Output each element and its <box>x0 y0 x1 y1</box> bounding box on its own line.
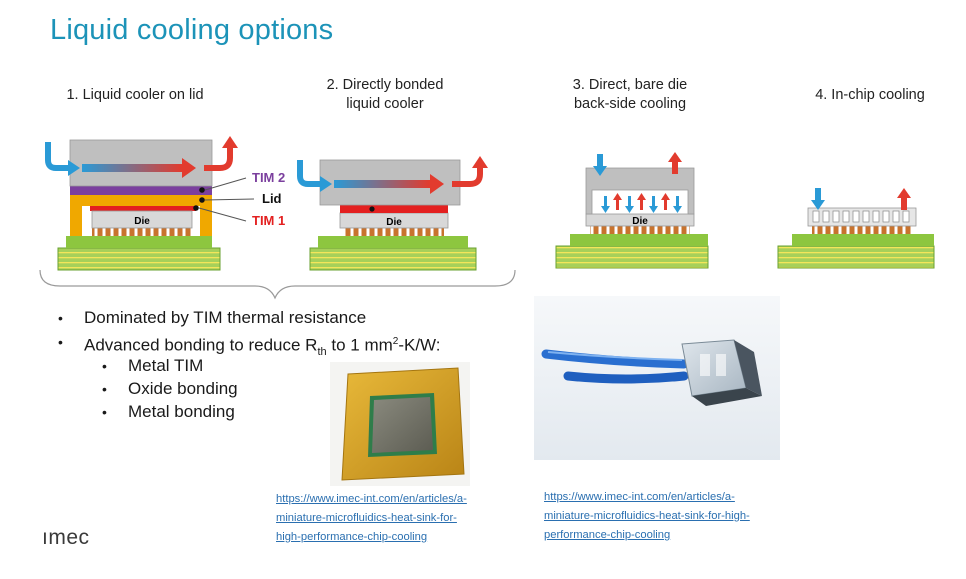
outflow-arrow-head <box>472 156 488 168</box>
option-1-diagram: Die TIM 2 Lid TIM 1 <box>45 136 285 271</box>
pcb-board <box>57 247 221 271</box>
package-substrate <box>318 236 468 248</box>
option-2-label-line2: liquid cooler <box>346 96 424 112</box>
bond-marker <box>369 206 375 212</box>
die-label: Die <box>386 217 402 228</box>
option-3-label-line2: back-side cooling <box>573 96 687 112</box>
die <box>585 213 695 227</box>
coolant-flow-arrow <box>82 164 182 172</box>
solder-bumps <box>590 226 690 234</box>
bullet-text-mid: to 1 mm <box>326 335 393 355</box>
tim2-marker <box>199 187 205 193</box>
lid-leg-right <box>200 198 212 236</box>
imec-logo: ımec <box>42 526 90 549</box>
link-line[interactable]: miniature-microfluidics-heat-sink-for- <box>276 512 457 524</box>
option-3-label: 3. Direct, bare die back-side cooling <box>540 76 720 114</box>
bullet-tim-resistance: Dominated by TIM thermal resistance <box>58 306 366 330</box>
outflow-arrow <box>901 196 907 210</box>
tim2-layer <box>70 186 212 195</box>
pcb-board <box>309 247 477 271</box>
microchannels <box>812 210 910 223</box>
bond-layer <box>340 205 448 213</box>
cold-plate <box>69 139 213 187</box>
bullet-text-post: -K/W: <box>398 335 441 355</box>
outflow-arrow-head <box>222 136 238 148</box>
option-2-label-line1: 2. Directly bonded <box>326 77 444 93</box>
outflow-arrow-head <box>897 188 911 198</box>
pcb-board <box>555 245 709 269</box>
option-4-label: 4. In-chip cooling <box>780 86 960 105</box>
option-1-label: 1. Liquid cooler on lid <box>40 86 230 105</box>
outflow-arrow-head <box>668 152 682 162</box>
page-title: Liquid cooling options <box>50 14 334 46</box>
option-4-label-line1: 4. In-chip cooling <box>815 87 925 103</box>
solder-bumps <box>812 226 912 234</box>
link-line[interactable]: miniature-microfluidics-heat-sink-for-hi… <box>544 510 750 522</box>
link-line[interactable]: high-performance-chip-cooling <box>276 531 428 543</box>
coolant-flow-head <box>430 174 444 194</box>
cooling-diagrams: Die TIM 2 Lid TIM 1 Die <box>39 136 935 300</box>
option-3-diagram: Die <box>555 152 709 269</box>
inflow-arrow <box>597 154 603 168</box>
microfluidic-heatsink-photo <box>534 296 780 460</box>
option-2-diagram: Die <box>297 156 488 271</box>
bullet-advanced-bonding: Advanced bonding to reduce Rth to 1 mm2-… <box>58 330 441 364</box>
impinging-jets <box>601 193 682 213</box>
inflow-arrow <box>297 160 322 187</box>
package-substrate <box>570 234 708 246</box>
link-line[interactable]: https://www.imec-int.com/en/articles/a- <box>544 491 735 503</box>
coolant-flow-head <box>182 158 196 178</box>
die-label: Die <box>632 216 648 227</box>
inflow-arrow-head <box>68 160 80 176</box>
rth-subscript: th <box>317 346 327 359</box>
outflow-arrow <box>204 146 233 171</box>
solder-bumps <box>344 228 444 236</box>
tim2-leader <box>204 177 247 191</box>
package-substrate <box>66 236 212 248</box>
tim1-label: TIM 1 <box>252 213 285 228</box>
coolant-flow-arrow <box>334 180 430 188</box>
tim2-label: TIM 2 <box>252 170 285 185</box>
lid-leader <box>204 198 255 201</box>
outflow-arrow <box>452 166 483 187</box>
solder-bumps <box>92 228 192 236</box>
grouping-brace <box>39 269 516 300</box>
inflow-arrow <box>815 188 821 202</box>
cooling-cap <box>585 167 695 215</box>
lid <box>70 195 212 206</box>
sub-bullet-oxide-bonding: Oxide bonding <box>102 377 238 401</box>
option-1-label-line1: 1. Liquid cooler on lid <box>66 87 204 103</box>
die-label: Die <box>134 216 150 227</box>
link-line[interactable]: https://www.imec-int.com/en/articles/a- <box>276 493 467 505</box>
link-line[interactable]: performance-chip-cooling <box>544 529 671 541</box>
option-4-diagram <box>777 188 935 269</box>
chip-package-photo <box>330 362 470 486</box>
package-substrate <box>792 234 934 246</box>
tim1-layer <box>90 206 196 211</box>
tim1-leader <box>198 207 247 222</box>
sub-bullet-metal-bonding: Metal bonding <box>102 400 235 424</box>
die <box>91 210 193 229</box>
inflow-arrow <box>45 142 70 171</box>
option-2-label: 2. Directly bonded liquid cooler <box>290 76 480 114</box>
imec-article-link-1[interactable]: https://www.imec-int.com/en/articles/a- … <box>276 490 506 547</box>
inflow-arrow-head <box>593 166 607 176</box>
inflow-arrow-head <box>320 176 332 192</box>
imec-article-link-2[interactable]: https://www.imec-int.com/en/articles/a- … <box>544 488 794 545</box>
lid-leg-left <box>70 198 82 236</box>
tim1-marker <box>193 205 199 211</box>
pcb-board <box>777 245 935 269</box>
bullet-text-pre: Advanced bonding to reduce R <box>84 335 318 355</box>
mm2-superscript: 2 <box>392 336 399 347</box>
outflow-arrow <box>672 160 678 174</box>
lid-marker <box>199 197 205 203</box>
option-3-label-line1: 3. Direct, bare die <box>572 77 688 93</box>
sub-bullet-metal-tim: Metal TIM <box>102 354 203 378</box>
inflow-arrow-head <box>811 200 825 210</box>
lid-label: Lid <box>262 191 282 206</box>
